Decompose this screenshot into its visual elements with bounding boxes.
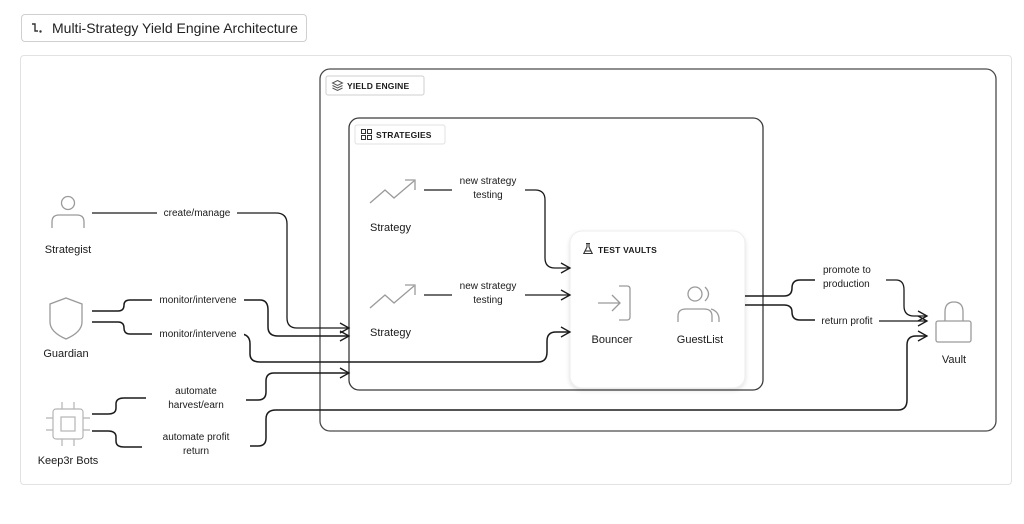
arrowhead xyxy=(917,310,929,322)
trending-up-icon xyxy=(369,284,416,309)
edge-return-profit xyxy=(760,304,815,321)
node-vault[interactable]: Vault xyxy=(935,301,972,366)
strategies-label: STRATEGIES xyxy=(376,130,432,140)
node-label: Vault xyxy=(942,354,966,366)
edge-labels: create/manage monitor/intervene monitor/… xyxy=(152,176,879,457)
edge-label-return-profit: return profit xyxy=(821,316,872,327)
edge-label-s1-testing-2: testing xyxy=(473,190,502,201)
layers-icon xyxy=(331,79,344,92)
trending-up-icon xyxy=(369,179,416,204)
node-label: Strategy xyxy=(370,222,411,234)
arrowhead xyxy=(917,330,929,342)
edge-label-monitor-1: monitor/intervene xyxy=(159,295,237,306)
edge-label-monitor-2: monitor/intervene xyxy=(159,329,237,340)
lock-icon xyxy=(935,301,972,343)
edge-promote xyxy=(745,279,815,297)
flask-icon xyxy=(582,242,594,255)
grid-icon xyxy=(361,129,372,140)
edge-label-profit-1: automate profit xyxy=(163,432,230,443)
diagram-title-text: Multi-Strategy Yield Engine Architecture xyxy=(52,20,298,36)
node-label: GuestList xyxy=(677,334,723,346)
edge-strategy1-testing-2 xyxy=(525,189,570,269)
edge-label-promote-2: production xyxy=(823,279,870,290)
node-label: Keep3r Bots xyxy=(38,455,99,467)
arrowhead xyxy=(917,315,929,327)
log-in-icon xyxy=(598,285,631,321)
test-vaults-group[interactable]: TEST VAULTS xyxy=(569,230,746,389)
cpu-icon xyxy=(46,402,90,446)
test-vaults-label: TEST VAULTS xyxy=(598,245,657,255)
node-label: Guardian xyxy=(43,348,88,360)
diagram-canvas xyxy=(20,55,1012,485)
edge-label-s2-testing-1: new strategy xyxy=(460,281,517,292)
diagram-title: Multi-Strategy Yield Engine Architecture xyxy=(21,14,307,42)
arrowhead xyxy=(560,326,572,338)
node-guardian[interactable]: Guardian xyxy=(43,297,89,360)
edge-keep3r-harvest-2 xyxy=(246,372,349,401)
node-bouncer[interactable]: Bouncer xyxy=(592,285,633,346)
arrowhead xyxy=(339,330,351,342)
edge-guardian-monitor-1 xyxy=(92,299,349,337)
edges xyxy=(92,189,929,448)
yield-engine-group[interactable]: YIELD ENGINE xyxy=(319,68,997,432)
node-keep3r[interactable]: Keep3r Bots xyxy=(38,402,99,467)
edge-label-promote-1: promote to xyxy=(823,265,871,276)
edge-keep3r-harvest xyxy=(92,397,146,415)
edge-label-s2-testing-2: testing xyxy=(473,295,502,306)
node-label: Strategy xyxy=(370,327,411,339)
edge-label-harvest-2: harvest/earn xyxy=(168,400,224,411)
users-icon xyxy=(677,286,720,322)
shield-icon xyxy=(49,297,83,340)
workflow-icon xyxy=(30,21,44,35)
arrowhead xyxy=(560,289,572,301)
edge-promote-2 xyxy=(886,279,927,317)
node-label: Strategist xyxy=(45,244,91,256)
node-guestlist[interactable]: GuestList xyxy=(677,286,723,346)
arrowhead xyxy=(339,322,351,334)
edge-keep3r-profit-2 xyxy=(250,335,927,447)
strategies-group[interactable]: STRATEGIES xyxy=(348,117,764,391)
node-strategy-2[interactable]: Strategy xyxy=(369,284,416,339)
node-strategy-1[interactable]: Strategy xyxy=(369,179,416,234)
node-label: Bouncer xyxy=(592,334,633,346)
edge-guardian-monitor-2 xyxy=(92,321,570,363)
edge-strategist-create xyxy=(92,212,349,329)
edge-keep3r-profit xyxy=(92,430,142,448)
edge-label-profit-2: return xyxy=(183,446,209,457)
yield-engine-label: YIELD ENGINE xyxy=(347,81,410,91)
edge-label-create-manage: create/manage xyxy=(164,208,231,219)
arrowhead xyxy=(560,262,572,274)
edge-label-harvest-1: automate xyxy=(175,386,217,397)
node-strategist[interactable]: Strategist xyxy=(45,195,91,257)
edge-label-s1-testing-1: new strategy xyxy=(460,176,517,187)
user-icon xyxy=(51,195,85,228)
arrowhead xyxy=(339,367,351,379)
